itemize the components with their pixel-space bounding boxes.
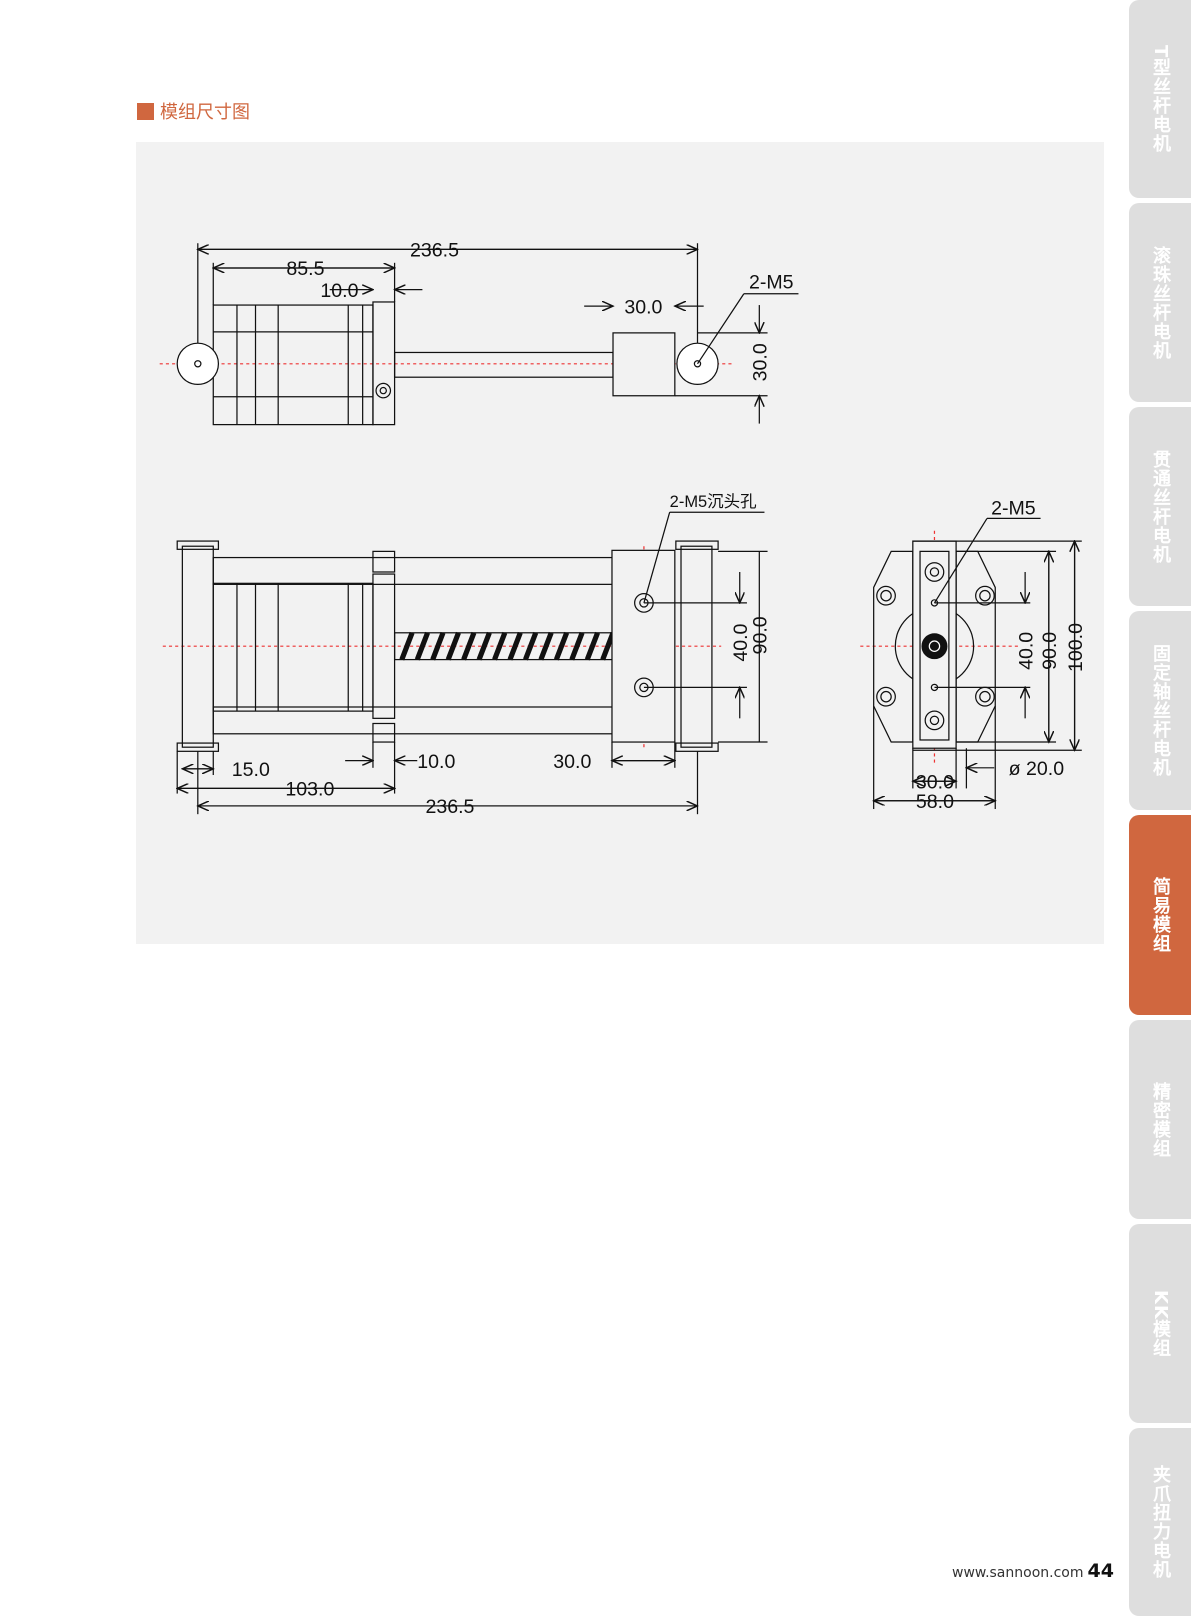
dim-motor-len: 103.0 [285, 779, 334, 801]
dim-hole-spacing-side: 40.0 [1015, 632, 1037, 670]
category-tabs: T型丝杆电机 滚珠丝杆电机 贯通丝杆电机 固定轴丝杆电机 简易模组 精密模组 K… [1129, 0, 1191, 1616]
dim-diameter-side: ø 20.0 [1009, 758, 1065, 780]
tab-kk-module[interactable]: KK模组 [1129, 1224, 1191, 1423]
tab-t-lead-screw-motor[interactable]: T型丝杆电机 [1129, 0, 1191, 198]
tab-ball-screw-motor[interactable]: 滚珠丝杆电机 [1129, 203, 1191, 402]
tab-simple-module[interactable]: 简易模组 [1129, 815, 1191, 1015]
dim-end-plate: 15.0 [232, 759, 270, 781]
section-title: 模组尺寸图 [137, 98, 250, 124]
dim-height-side: 100.0 [1065, 623, 1087, 672]
dim-inner-height-side: 90.0 [1039, 632, 1061, 670]
dim-slider-height-top: 30.0 [750, 343, 772, 381]
label-hole-top: 2-M5 [749, 272, 794, 294]
dim-flange-front: 10.0 [417, 751, 455, 773]
dim-slider-width-top: 30.0 [624, 296, 662, 318]
dim-height-front: 90.0 [750, 616, 772, 654]
dim-overall-top: 236.5 [410, 240, 459, 262]
dim-overall-front: 236.5 [426, 796, 475, 818]
website-text: www.sannoon.com [952, 1565, 1084, 1581]
tab-fixed-shaft-screw-motor[interactable]: 固定轴丝杆电机 [1129, 611, 1191, 810]
top-view: 236.5 85.5 10.0 30.0 2-M5 30.0 [159, 240, 799, 426]
tab-through-screw-motor[interactable]: 贯通丝杆电机 [1129, 407, 1191, 606]
page-number: 44 [1087, 1560, 1114, 1582]
dim-motor-top: 85.5 [286, 258, 324, 280]
tab-gripper-torque-motor[interactable]: 夹爪扭力电机 [1129, 1428, 1191, 1616]
label-hole-front: 2-M5沉头孔 [670, 493, 757, 511]
dim-flange-top: 10.0 [320, 280, 358, 302]
label-hole-side: 2-M5 [991, 497, 1036, 519]
dim-slider-width-side: 30.0 [916, 771, 954, 793]
side-view: 2-M5 40.0 90.0 100.0 30.0 ø 20.0 58.0 [860, 497, 1087, 813]
tab-precision-module[interactable]: 精密模组 [1129, 1020, 1191, 1219]
title-marker-icon [137, 102, 154, 120]
section-title-text: 模组尺寸图 [160, 102, 250, 123]
dim-width-side: 58.0 [916, 791, 954, 813]
dim-slider-front: 30.0 [553, 751, 591, 773]
dim-hole-spacing-front: 40.0 [730, 623, 752, 661]
front-view: 2-M5沉头孔 40.0 90.0 15.0 103.0 10.0 30.0 2… [162, 493, 772, 818]
